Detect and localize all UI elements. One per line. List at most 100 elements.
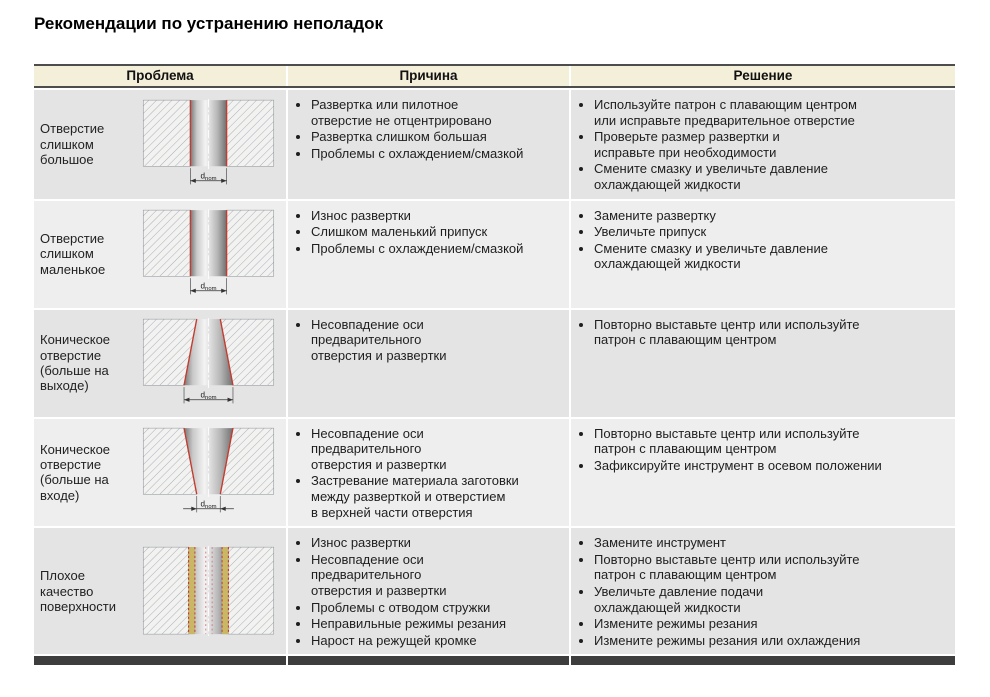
cause-cell: Несовпадение оси предварительного отверс… — [288, 418, 569, 527]
workpiece-right-hatch — [226, 209, 275, 277]
cause-item: Несовпадение оси предварительного отверс… — [311, 426, 561, 473]
solution-item: Повторно выставьте центр или используйте… — [594, 426, 947, 457]
table-row: Коническое отверстие (больше на входе) dn… — [34, 418, 955, 527]
problem-label: Отверстие слишком маленькое — [40, 231, 106, 277]
rough-band-left — [188, 546, 195, 634]
footer-bar-segment — [571, 656, 955, 666]
solution-item: Увеличьте давление подачи охлаждающей жи… — [594, 584, 947, 615]
solution-item: Измените режимы резания — [594, 616, 947, 632]
solution-item: Повторно выставьте центр или используйте… — [594, 317, 947, 348]
problem-cell: Отверстие слишком большое dnom — [34, 90, 286, 199]
hole-cross-section-illustration: dnom — [142, 317, 275, 403]
cause-cell: Износ разверткиСлишком маленький припуск… — [288, 200, 569, 308]
dimension-label: dnom — [201, 390, 217, 400]
solution-item: Смените смазку и увеличьте давление охла… — [594, 161, 947, 192]
rough-band-right — [222, 546, 229, 634]
solution-item: Используйте патрон с плавающим центром и… — [594, 97, 947, 128]
troubleshooting-table: Проблема Причина Решение Отверстие слишк… — [34, 64, 955, 666]
solution-item: Измените режимы резания или охлаждения — [594, 633, 947, 649]
solution-list: Замените инструментПовторно выставьте це… — [579, 535, 947, 648]
cause-list: Несовпадение оси предварительного отверс… — [296, 317, 561, 364]
solution-cell: Повторно выставьте центр или используйте… — [571, 418, 955, 527]
solution-list: Повторно выставьте центр или используйте… — [579, 317, 947, 348]
dimension-arrow — [221, 178, 227, 183]
hole-cross-section-illustration: dnom — [142, 208, 275, 294]
dimension-arrow — [184, 397, 190, 402]
cause-cell: Развертка или пилотное отверстие не отце… — [288, 90, 569, 199]
problem-label: Плохое качество поверхности — [40, 568, 116, 614]
table-body: Отверстие слишком большое dnom Развертка и… — [34, 90, 955, 655]
bore — [188, 546, 229, 634]
solution-item: Увеличьте припуск — [594, 224, 947, 240]
solution-list: Повторно выставьте центр или используйте… — [579, 426, 947, 474]
workpiece-left-hatch — [142, 546, 189, 635]
solution-cell: Замените разверткуУвеличьте припускСмени… — [571, 200, 955, 308]
cause-item: Неправильные режимы резания — [311, 616, 561, 632]
dimension-arrow — [227, 397, 233, 402]
solution-cell: Повторно выставьте центр или используйте… — [571, 309, 955, 417]
solution-list: Замените разверткуУвеличьте припускСмени… — [579, 208, 947, 272]
table-row: Отверстие слишком маленькое dnom Износ раз… — [34, 200, 955, 308]
table-row: Отверстие слишком большое dnom Развертка и… — [34, 90, 955, 199]
cause-cell: Износ разверткиНесовпадение оси предвари… — [288, 528, 569, 655]
cause-item: Слишком маленький припуск — [311, 224, 561, 240]
column-header-solution: Решение — [571, 66, 955, 86]
cause-item: Развертка или пилотное отверстие не отце… — [311, 97, 561, 128]
table-row: Плохое качество поверхности Износ разверт… — [34, 528, 955, 655]
cause-list: Износ разверткиНесовпадение оси предвари… — [296, 535, 561, 648]
dimension-arrow — [190, 178, 196, 183]
workpiece-right-hatch — [228, 546, 275, 635]
table-header-row: Проблема Причина Решение — [34, 64, 955, 88]
solution-item: Повторно выставьте центр или используйте… — [594, 552, 947, 583]
problem-label: Отверстие слишком большое — [40, 121, 105, 167]
cause-list: Развертка или пилотное отверстие не отце… — [296, 97, 561, 161]
dimension-label: dnom — [201, 499, 217, 509]
cause-item: Проблемы с отводом стружки — [311, 600, 561, 616]
dimension-label: dnom — [201, 281, 217, 291]
dimension-arrow — [221, 288, 227, 293]
dimension-arrow — [220, 506, 226, 511]
column-header-cause: Причина — [288, 66, 569, 86]
solution-list: Используйте патрон с плавающим центром и… — [579, 97, 947, 193]
cause-item: Застревание материала заготовки между ра… — [311, 473, 561, 520]
cause-item: Проблемы с охлаждением/смазкой — [311, 241, 561, 257]
problem-cell: Коническое отверстие (больше на выходе) d… — [34, 309, 286, 417]
cause-item: Несовпадение оси предварительного отверс… — [311, 317, 561, 364]
problem-cell: Отверстие слишком маленькое dnom — [34, 200, 286, 308]
cause-item: Несовпадение оси предварительного отверс… — [311, 552, 561, 599]
cause-cell: Несовпадение оси предварительного отверс… — [288, 309, 569, 417]
dimension-arrow — [190, 288, 196, 293]
solution-item: Зафиксируйте инструмент в осевом положен… — [594, 458, 947, 474]
table-row: Коническое отверстие (больше на выходе) d… — [34, 309, 955, 417]
hole-cross-section-illustration — [142, 545, 275, 637]
solution-cell: Используйте патрон с плавающим центром и… — [571, 90, 955, 199]
column-header-problem: Проблема — [34, 66, 286, 86]
problem-cell: Коническое отверстие (больше на входе) dn… — [34, 418, 286, 527]
cause-list: Несовпадение оси предварительного отверс… — [296, 426, 561, 521]
solution-cell: Замените инструментПовторно выставьте це… — [571, 528, 955, 655]
cause-list: Износ разверткиСлишком маленький припуск… — [296, 208, 561, 257]
cause-item: Проблемы с охлаждением/смазкой — [311, 146, 561, 162]
cause-item: Нарост на режущей кромке — [311, 633, 561, 649]
solution-item: Проверьте размер развертки и исправьте п… — [594, 129, 947, 160]
solution-item: Смените смазку и увеличьте давление охла… — [594, 241, 947, 272]
workpiece-left-hatch — [142, 99, 191, 167]
problem-label: Коническое отверстие (больше на входе) — [40, 441, 111, 503]
footer-bar-segment — [288, 656, 569, 666]
workpiece-left-hatch — [142, 209, 191, 277]
hole-cross-section-illustration: dnom — [142, 427, 275, 513]
table-footer-bar — [34, 656, 955, 666]
hole-cross-section-illustration: dnom — [142, 98, 275, 185]
problem-label: Коническое отверстие (больше на выходе) — [40, 332, 111, 394]
solution-item: Замените инструмент — [594, 535, 947, 551]
footer-bar-segment — [34, 656, 286, 666]
page-title: Рекомендации по устранению неполадок — [34, 14, 384, 33]
dimension-arrow — [191, 506, 197, 511]
solution-item: Замените развертку — [594, 208, 947, 224]
problem-cell: Плохое качество поверхности — [34, 528, 286, 655]
cause-item: Износ развертки — [311, 208, 561, 224]
cause-item: Износ развертки — [311, 535, 561, 551]
workpiece-right-hatch — [226, 99, 275, 167]
cause-item: Развертка слишком большая — [311, 129, 561, 145]
